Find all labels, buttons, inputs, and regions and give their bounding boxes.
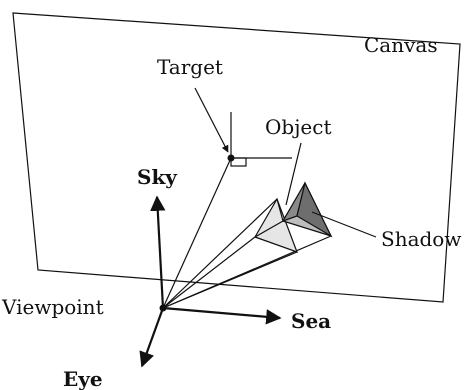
object-pointer xyxy=(285,142,302,206)
canvas-plane xyxy=(12,12,461,303)
viewpoint-label: Viewpoint xyxy=(1,295,104,319)
shadow-label: Shadow xyxy=(381,227,461,251)
view-rays xyxy=(162,157,332,309)
canvas-label: Canvas xyxy=(364,33,438,57)
sea-axis xyxy=(162,306,282,325)
sky-label: Sky xyxy=(137,165,178,189)
sky-axis xyxy=(150,195,166,309)
target-pointer xyxy=(194,87,229,153)
target-label: Target xyxy=(157,55,223,79)
object-label: Object xyxy=(265,115,331,139)
shadow-pyramid xyxy=(281,181,333,238)
shadow-pointer xyxy=(311,211,377,238)
viewpoint-dot xyxy=(159,304,167,312)
sea-label: Sea xyxy=(291,309,331,333)
eye-label: Eye xyxy=(63,367,103,390)
eye-axis xyxy=(139,307,165,368)
object-pyramid xyxy=(254,197,299,254)
